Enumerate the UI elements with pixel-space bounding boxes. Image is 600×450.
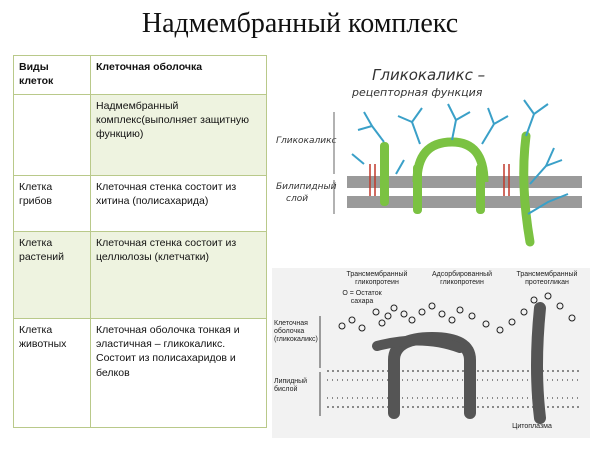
glycocalyx-diagram bbox=[333, 99, 582, 247]
table-header-row: Виды клеток Клеточная оболочка bbox=[13, 55, 267, 95]
label-adsorbed-2: гликопротеин bbox=[440, 279, 484, 286]
label-sugar-2: сахара bbox=[350, 298, 374, 305]
figure1-title-line1: Гликокаликс – bbox=[372, 66, 486, 84]
row-desc: Клеточная стенка состоит из целлюлозы (к… bbox=[90, 231, 267, 319]
cell-types-table: Виды клеток Клеточная оболочка Надмембра… bbox=[13, 55, 267, 428]
row-kind: Клетка грибов bbox=[13, 175, 91, 232]
membrane-schematic-figure: Трансмембранный гликопротеин Адсорбирова… bbox=[272, 268, 590, 438]
table-row: Клетка растений Клеточная стенка состоит… bbox=[13, 231, 267, 319]
label-sugar-1: О = Остаток bbox=[342, 290, 382, 297]
figure1-title-line2: рецепторная функция bbox=[352, 86, 483, 99]
table-row: Клетка грибов Клеточная стенка состоит и… bbox=[13, 175, 267, 232]
label-lipid-2: бислой bbox=[274, 386, 298, 393]
header-cell-types: Виды клеток bbox=[13, 55, 91, 95]
row-desc: Клеточная стенка состоит из хитина (поли… bbox=[90, 175, 267, 232]
slide-title: Надмембранный комплекс bbox=[141, 8, 459, 39]
label-adsorbed-1: Адсорбированный bbox=[431, 271, 493, 278]
row-kind: Клетка животных bbox=[13, 318, 91, 428]
label-cytoplasm: Цитоплазма bbox=[512, 423, 552, 430]
glycocalyx-figure: Гликокаликс – рецепторная функция Гликок… bbox=[272, 64, 590, 260]
label-tm-glycoprotein-2: гликопротеин bbox=[355, 279, 399, 286]
label-glycocalyx: Гликокаликс bbox=[276, 136, 337, 146]
label-tm-glycoprotein-1: Трансмембранный bbox=[346, 271, 408, 278]
label-tm-proteoglycan-1: Трансмембранный bbox=[516, 271, 578, 278]
row-kind: Клетка растений bbox=[13, 231, 91, 319]
header-cell-coat: Клеточная оболочка bbox=[90, 55, 267, 95]
table-row: Клетка животных Клеточная оболочка тонка… bbox=[13, 318, 267, 428]
label-tm-proteoglycan-2: протеогликан bbox=[525, 279, 569, 286]
label-coat-1: Клеточная bbox=[274, 320, 308, 327]
label-coat-2: оболочка bbox=[274, 328, 305, 335]
row-kind bbox=[13, 94, 91, 176]
membrane-schematic-diagram bbox=[319, 292, 582, 424]
row-desc: Клеточная оболочка тонкая и эластичная –… bbox=[90, 318, 267, 428]
label-bilayer-2: слой bbox=[286, 194, 309, 204]
label-coat-3: (гликокаликс) bbox=[274, 336, 318, 343]
row-desc: Надмембранный комплекс(выполняет защитну… bbox=[90, 94, 267, 176]
label-lipid-1: Липидный bbox=[274, 378, 308, 385]
table-row: Надмембранный комплекс(выполняет защитну… bbox=[13, 94, 267, 176]
label-bilayer-1: Билипидный bbox=[276, 182, 337, 192]
